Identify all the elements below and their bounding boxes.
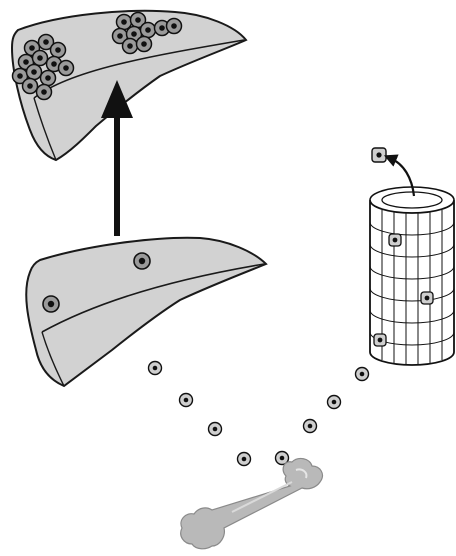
liver-top bbox=[12, 11, 246, 160]
cluster-cell bbox=[33, 51, 48, 66]
blood-vessel bbox=[370, 187, 454, 365]
cluster-cell bbox=[23, 79, 38, 94]
circulating-cell bbox=[149, 362, 162, 375]
circulating-cell bbox=[304, 420, 317, 433]
circulating-cell bbox=[209, 423, 222, 436]
circulating-cell bbox=[238, 453, 251, 466]
cluster-cell bbox=[123, 39, 138, 54]
cluster-cell bbox=[117, 15, 132, 30]
liver-bottom bbox=[26, 238, 266, 386]
bone-shape bbox=[181, 459, 323, 549]
vessel-cell bbox=[389, 234, 401, 246]
cluster-cell bbox=[51, 43, 66, 58]
seeded-cell bbox=[134, 253, 150, 269]
vessel-cell bbox=[374, 334, 386, 346]
circulating-cell bbox=[328, 396, 341, 409]
vessel-cell bbox=[421, 292, 433, 304]
circulating-cell bbox=[180, 394, 193, 407]
seeded-cell bbox=[43, 296, 59, 312]
cluster-cell bbox=[37, 85, 52, 100]
circulating-cells-left bbox=[149, 362, 289, 466]
bone bbox=[181, 459, 323, 549]
circulating-cell bbox=[356, 368, 369, 381]
cluster-cell bbox=[27, 65, 42, 80]
cluster-cell bbox=[167, 19, 182, 34]
curved-arrow-icon bbox=[390, 158, 414, 196]
cluster-cell bbox=[41, 71, 56, 86]
escaping-cell bbox=[372, 148, 386, 162]
circulating-cells-right bbox=[304, 368, 369, 433]
cluster-cell bbox=[137, 37, 152, 52]
cluster-cell bbox=[141, 23, 156, 38]
cluster-cell bbox=[59, 61, 74, 76]
